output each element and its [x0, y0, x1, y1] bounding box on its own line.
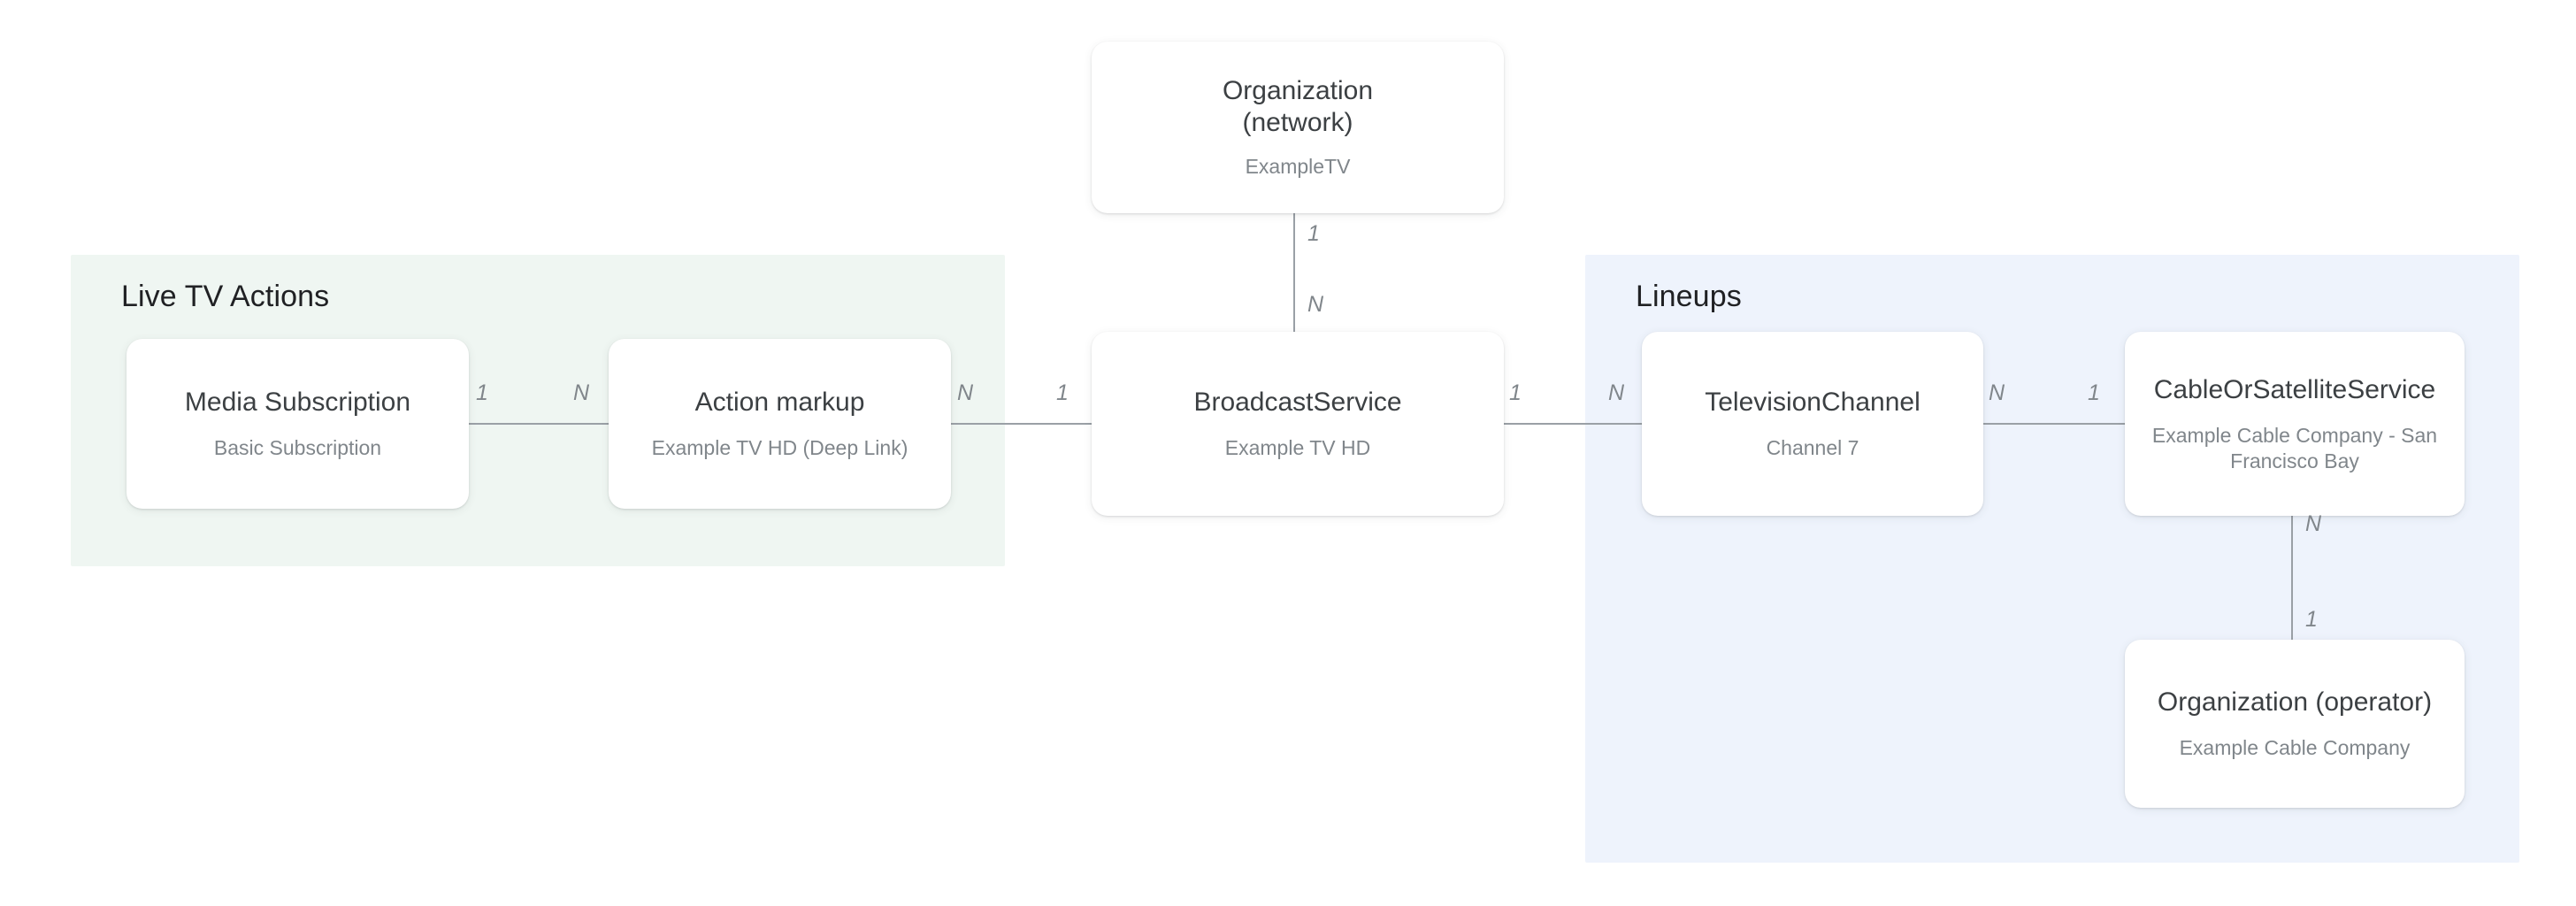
cardinality-label-media-subscription-source: 1: [476, 380, 488, 405]
node-card-media-subscription[interactable]: Media Subscription Basic Subscription: [126, 339, 469, 509]
node-subtitle-organization-operator: Example Cable Company: [2179, 736, 2411, 760]
cardinality-label-cable-or-satellite-service-source-bottom: N: [2305, 511, 2322, 536]
node-subtitle-cable-or-satellite-service: Example Cable Company - San Francisco Ba…: [2151, 424, 2438, 472]
cardinality-label-organization-network-source: 1: [1307, 221, 1320, 246]
node-card-cable-or-satellite-service[interactable]: CableOrSatelliteService Example Cable Co…: [2125, 332, 2465, 516]
cardinality-label-television-channel-target-left: N: [1608, 380, 1625, 405]
connector-broadcast-service-to-television-channel: [1495, 423, 1651, 425]
node-title-broadcast-service: BroadcastService: [1193, 388, 1402, 418]
node-card-broadcast-service[interactable]: BroadcastService Example TV HD: [1092, 332, 1504, 516]
node-card-action-markup[interactable]: Action markup Example TV HD (Deep Link): [609, 339, 951, 509]
panel-title-live-tv-actions: Live TV Actions: [121, 280, 330, 313]
node-subtitle-action-markup: Example TV HD (Deep Link): [651, 436, 908, 460]
cardinality-label-television-channel-source-right: N: [1989, 380, 2005, 405]
node-title-organization-network-line2: (network): [1242, 107, 1353, 137]
node-title-television-channel: TelevisionChannel: [1705, 388, 1920, 418]
cardinality-label-action-markup-target-left: N: [573, 380, 590, 405]
node-subtitle-broadcast-service: Example TV HD: [1224, 436, 1371, 460]
cardinality-label-action-markup-source-right: N: [957, 380, 974, 405]
node-card-organization-operator[interactable]: Organization (operator) Example Cable Co…: [2125, 640, 2465, 808]
connector-action-markup-to-broadcast-service: [939, 423, 1095, 425]
cardinality-label-broadcast-service-source-right: 1: [1509, 380, 1522, 405]
panel-title-lineups: Lineups: [1636, 280, 1742, 313]
node-title-action-markup: Action markup: [694, 388, 865, 418]
node-title-cable-or-satellite-service: CableOrSatelliteService: [2153, 374, 2436, 404]
node-title-media-subscription: Media Subscription: [184, 388, 411, 418]
node-title-organization-operator: Organization (operator): [2157, 687, 2433, 718]
node-subtitle-television-channel: Channel 7: [1766, 436, 1859, 460]
connector-television-channel-to-cable-or-satellite-service: [1974, 423, 2130, 425]
connector-cable-or-satellite-service-to-organization-operator: [2291, 509, 2293, 643]
connector-organization-network-to-broadcast-service: [1293, 212, 1295, 425]
cardinality-label-cable-or-satellite-service-target-left: 1: [2088, 380, 2100, 405]
node-card-organization-network[interactable]: Organization (network) ExampleTV: [1092, 42, 1504, 213]
node-subtitle-organization-network: ExampleTV: [1245, 155, 1351, 179]
connector-media-subscription-to-action-markup: [464, 423, 609, 425]
cardinality-label-organization-operator-target-top: 1: [2305, 607, 2318, 632]
node-subtitle-media-subscription: Basic Subscription: [213, 436, 382, 460]
node-title-organization-network-line1: Organization: [1222, 76, 1374, 106]
cardinality-label-broadcast-service-target-top: N: [1307, 292, 1324, 317]
cardinality-label-broadcast-service-target-left: 1: [1056, 380, 1069, 405]
node-card-television-channel[interactable]: TelevisionChannel Channel 7: [1642, 332, 1983, 516]
